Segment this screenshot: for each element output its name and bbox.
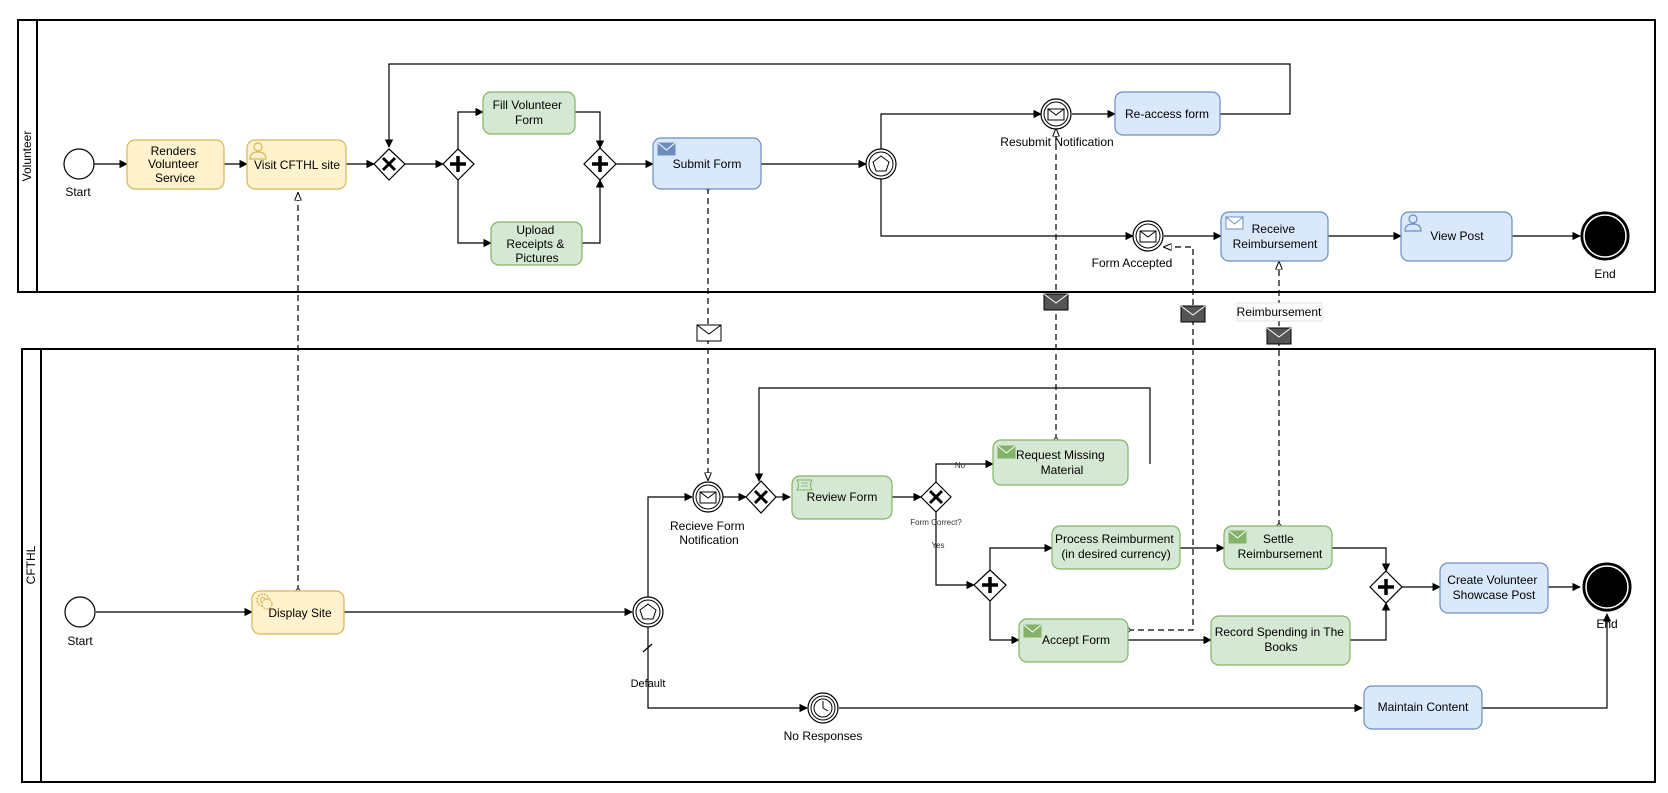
pool-cfthl-label: CFTHL <box>24 545 38 584</box>
svg-text:Reimbursement: Reimbursement <box>1237 305 1322 319</box>
svg-text:View Post: View Post <box>1430 229 1484 243</box>
parallel-gateway-join-cfthl[interactable] <box>1369 570 1403 604</box>
task-process-reimbursement[interactable]: Process Reimburment (in desired currency… <box>1051 525 1181 570</box>
svg-text:Record Spending in The B: Record Spending in The Books <box>1215 625 1348 654</box>
form-accepted-label: Form Accepted <box>1092 256 1173 270</box>
user-task-icon <box>249 142 267 160</box>
message-icon <box>699 491 717 504</box>
yes-branch-label: Yes <box>931 541 944 550</box>
volunteer-start-label: Start <box>65 185 91 199</box>
send-message-icon <box>1023 624 1042 638</box>
task-settle-reimbursement[interactable]: Settle Reimbursement <box>1223 525 1333 570</box>
cfthl-start-event[interactable] <box>64 596 96 628</box>
user-task-icon <box>1404 214 1422 232</box>
svg-text:Re-access form: Re-access form <box>1125 107 1209 121</box>
message-envelope-submit <box>696 324 722 342</box>
form-accepted-event[interactable] <box>1132 220 1164 252</box>
task-record-spending[interactable]: Record Spending in The Books <box>1210 615 1351 666</box>
receive-form-notification-event[interactable] <box>692 481 724 513</box>
event-based-gateway-volunteer[interactable] <box>865 148 897 180</box>
task-submit-form[interactable]: Submit Form <box>652 137 762 190</box>
svg-text:Settle Reimbursement: Settle Reimbursement <box>1238 532 1323 561</box>
clock-icon <box>813 698 833 718</box>
task-reaccess-form[interactable]: Re-access form <box>1114 91 1221 136</box>
cfthl-end-event[interactable] <box>1582 562 1632 612</box>
timer-event-no-responses[interactable] <box>807 692 839 724</box>
message-envelope-resubmit <box>1043 293 1069 311</box>
send-message-icon <box>657 142 676 156</box>
exclusive-gateway-form-correct[interactable] <box>920 481 952 513</box>
svg-text:Maintain Content: Maintain Content <box>1378 700 1469 714</box>
svg-text:Create Volunteer Showcas: Create Volunteer Showcase Post <box>1447 573 1540 602</box>
volunteer-start-event[interactable] <box>63 148 95 180</box>
pool-volunteer-label: Volunteer <box>20 131 34 182</box>
svg-text:Submit Form: Submit Form <box>673 157 742 171</box>
no-branch-label: No <box>955 461 966 470</box>
svg-text:Renders Volunteer: Renders Volunteer Service <box>148 144 202 185</box>
task-visit-cfthl-site[interactable]: Visit CFTHL site <box>246 139 347 190</box>
volunteer-end-label: End <box>1594 267 1615 281</box>
message-envelope-accepted <box>1180 305 1206 323</box>
svg-text:Request Missing Material: Request Missing Material <box>1016 448 1108 477</box>
gear-icon <box>256 593 273 610</box>
task-receive-reimbursement[interactable]: Receive Reimbursement <box>1220 211 1329 262</box>
form-correct-label: Form Correct? <box>910 518 962 527</box>
task-renders-volunteer-service[interactable]: Renders Volunteer Service <box>126 139 225 190</box>
exclusive-gateway-volunteer[interactable] <box>373 148 406 181</box>
receive-message-icon <box>1225 216 1244 230</box>
send-message-icon <box>997 445 1016 459</box>
event-based-gateway-cfthl[interactable] <box>632 596 664 628</box>
message-envelope-reimbursement <box>1266 327 1292 345</box>
svg-text:Fill Volunteer Form: Fill Volunteer Form <box>493 98 566 127</box>
cfthl-start-label: Start <box>67 634 93 648</box>
no-responses-label: No Responses <box>784 729 863 743</box>
volunteer-end-event[interactable] <box>1580 211 1630 261</box>
script-task-icon <box>796 479 813 491</box>
volunteer-sequence-flows <box>94 63 1581 248</box>
task-create-showcase-post[interactable]: Create Volunteer Showcase Post <box>1439 562 1549 614</box>
svg-text:Accept Form: Accept Form <box>1042 633 1110 647</box>
parallel-gateway-split-volunteer[interactable] <box>442 148 475 181</box>
task-review-form[interactable]: Review Form <box>791 475 893 520</box>
parallel-gateway-split-cfthl[interactable] <box>973 569 1007 602</box>
task-view-post[interactable]: View Post <box>1400 211 1513 262</box>
cfthl-end-label: End <box>1596 617 1617 631</box>
task-upload-receipts-pictures[interactable]: Upload Receipts & Pictures <box>490 221 583 266</box>
svg-text:Display Site: Display Site <box>268 606 332 620</box>
svg-text:Process Reimburment (in: Process Reimburment (in desired currency… <box>1055 532 1177 561</box>
exclusive-gateway-merge-cfthl[interactable] <box>745 480 777 514</box>
default-label: Default <box>631 678 666 690</box>
message-icon <box>1047 108 1065 121</box>
send-message-icon <box>1228 530 1247 544</box>
task-accept-form[interactable]: Accept Form <box>1018 618 1129 663</box>
resubmit-notification-event[interactable] <box>1040 98 1072 130</box>
svg-text:Visit CFTHL site: Visit CFTHL site <box>254 158 340 172</box>
svg-text:Receive Reimbursement: Receive Reimbursement <box>1233 222 1318 251</box>
reimbursement-flow-label: Reimbursement <box>1237 302 1323 322</box>
task-maintain-content[interactable]: Maintain Content <box>1363 685 1483 730</box>
task-display-site[interactable]: Display Site <box>251 590 345 635</box>
svg-text:Upload Receipts &: Upload Receipts & Pictures <box>506 223 567 265</box>
receive-form-notification-label: Recieve Form Notification <box>670 519 748 547</box>
task-fill-volunteer-form[interactable]: Fill Volunteer Form <box>482 91 576 135</box>
message-icon <box>1139 230 1157 243</box>
svg-text:Review Form: Review Form <box>807 490 878 504</box>
task-request-missing-material[interactable]: Request Missing Material <box>992 439 1129 486</box>
parallel-gateway-join-volunteer[interactable] <box>583 147 617 181</box>
resubmit-notification-label: Resubmit Notification <box>1000 135 1113 149</box>
